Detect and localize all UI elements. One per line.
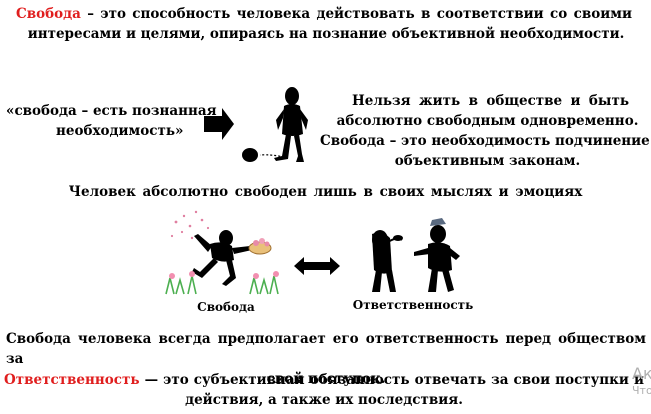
quote-block: «свобода – есть познанная необходимость» [6, 101, 228, 141]
watermark-line1: Ак [632, 364, 651, 383]
right-text-block: Нельзя жить в обществе и быть абсолютно … [318, 91, 651, 171]
freedom-term: Свобода [16, 6, 81, 22]
prisoner-illustration [204, 87, 308, 162]
responsibility-illustration [372, 218, 460, 292]
freedom-definition: Свобода – это способность человека дейст… [8, 4, 644, 44]
freedom-illustration [165, 210, 279, 295]
freedom-definition-line2: интересами и целями, опираясь на познани… [27, 26, 625, 42]
petals-icon [170, 210, 210, 240]
quote-line2: необходимость» [56, 123, 184, 139]
flower-basket-icon [248, 238, 272, 255]
grass-flowers-icon [165, 271, 279, 295]
freedom-caption: Свобода [197, 300, 255, 314]
watermark: Ак Что [632, 364, 651, 398]
quote-line1: «свобода – есть познанная [6, 103, 217, 119]
responsibility-statement-line1: Свобода человека всегда предполагает его… [6, 331, 646, 367]
responsibility-statement-line2: свой поступок. [266, 371, 386, 387]
right-text-line1: Нельзя жить в обществе и быть [352, 93, 629, 109]
freedom-definition-rest: – это способность человека действовать в… [80, 6, 632, 22]
right-text-line4: объективным законам. [394, 153, 581, 169]
responsibility-caption: Ответственность [352, 298, 474, 312]
double-arrow-icon [294, 257, 340, 275]
dancing-figure-icon [192, 230, 252, 286]
bowing-figure-icon [372, 230, 403, 292]
absolute-freedom-text: Человек абсолютно свободен лишь в своих … [68, 184, 583, 200]
responsibility-definition-rest: — это субъективная обязанность отвечать … [139, 372, 644, 388]
right-arrow-icon [204, 108, 234, 140]
responsibility-term: Ответственность [4, 372, 140, 388]
right-text-line3: Свобода – это необходимость подчинение [320, 133, 650, 149]
responsibility-definition: Ответственность — это субъективная обяза… [4, 370, 644, 410]
prisoner-figure-icon [242, 87, 308, 162]
right-text-line2: абсолютно свободным одновременно. [336, 113, 639, 129]
scolding-figure-icon [414, 218, 460, 292]
watermark-line2: Что [632, 384, 651, 397]
responsibility-statement: Свобода человека всегда предполагает его… [6, 329, 646, 389]
responsibility-definition-line2: действия, а также их последствия. [185, 392, 463, 408]
